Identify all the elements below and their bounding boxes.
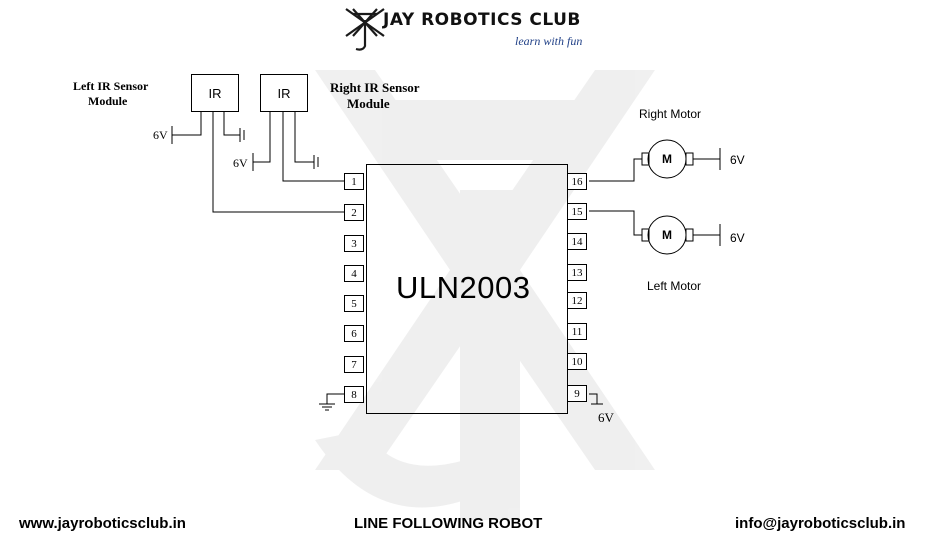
- chip-pin-11: 11: [567, 323, 587, 340]
- right-sensor-caption-line2: Module: [347, 96, 390, 111]
- chip-pin-3: 3: [344, 235, 364, 252]
- brand-title: JAY ROBOTICS CLUB: [383, 10, 581, 30]
- brand-logo-icon: [345, 8, 385, 51]
- right-motor-supply-label: 6V: [730, 153, 745, 167]
- chip-pin-6: 6: [344, 325, 364, 342]
- watermark-logo: [315, 70, 655, 520]
- chip-pin-9: 9: [567, 385, 587, 402]
- chip-pin-5: 5: [344, 295, 364, 312]
- left-ir-sensor: IR: [191, 74, 239, 112]
- chip-pin-16: 16: [567, 173, 587, 190]
- left-sensor-caption-line1: Left IR Sensor: [73, 79, 149, 93]
- left-motor-caption: Left Motor: [647, 279, 702, 293]
- footer-title: LINE FOLLOWING ROBOT: [354, 515, 543, 532]
- right-ir-sensor: IR: [260, 74, 308, 112]
- brand-tagline: learn with fun: [515, 34, 583, 48]
- chip-name: ULN2003: [396, 270, 531, 305]
- footer-email: info@jayroboticsclub.in: [735, 515, 906, 532]
- right-sensor-caption-line1: Right IR Sensor: [330, 80, 420, 95]
- chip-pin-14: 14: [567, 233, 587, 250]
- chip-pin-8: 8: [344, 386, 364, 403]
- footer-website: www.jayroboticsclub.in: [19, 515, 186, 532]
- left-motor-supply-label: 6V: [730, 231, 745, 245]
- chip-pin-15: 15: [567, 203, 587, 220]
- left-motor-symbol: M: [662, 228, 672, 242]
- chip-pin-12: 12: [567, 292, 587, 309]
- chip-pin-1: 1: [344, 173, 364, 190]
- left-sensor-caption-line2: Module: [88, 94, 128, 108]
- left-sensor-supply-label: 6V: [153, 128, 168, 142]
- right-ir-sensor-label: IR: [277, 85, 291, 101]
- left-ir-sensor-label: IR: [208, 85, 222, 101]
- right-motor-symbol: M: [662, 152, 672, 166]
- chip-pin-13: 13: [567, 264, 587, 281]
- pin9-supply-label: 6V: [598, 410, 614, 425]
- right-sensor-supply-label: 6V: [233, 156, 248, 170]
- chip-pin-7: 7: [344, 356, 364, 373]
- chip-pin-10: 10: [567, 353, 587, 370]
- uln2003-chip: [366, 164, 568, 414]
- chip-pin-2: 2: [344, 204, 364, 221]
- chip-pin-4: 4: [344, 265, 364, 282]
- right-motor-caption: Right Motor: [639, 107, 702, 121]
